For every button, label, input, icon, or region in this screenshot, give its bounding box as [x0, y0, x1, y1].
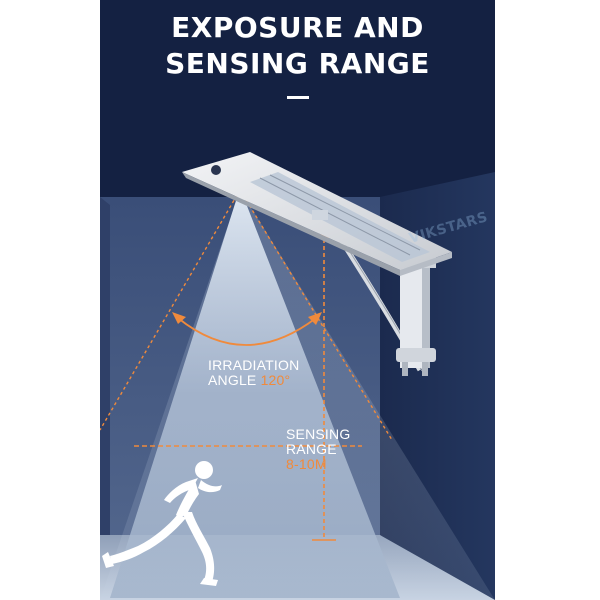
title-line-1: EXPOSURE AND [171, 11, 424, 44]
sensing-label: SENSING RANGE 8-10M [286, 427, 350, 472]
sensing-line-1: SENSING [286, 426, 351, 442]
irradiation-angle-arc [177, 317, 317, 346]
sensing-distance-value: 8-10M [286, 456, 327, 472]
left-wall [100, 197, 110, 600]
irradiation-angle-label: ANGLE [208, 372, 257, 388]
irradiation-angle-value: 120° [260, 372, 291, 388]
arc-arrow-left-icon [172, 312, 186, 324]
light-cone [110, 188, 400, 598]
title-line-2: SENSING RANGE [165, 47, 430, 80]
poster-title: EXPOSURE AND SENSING RANGE [100, 10, 495, 82]
solar-street-lamp [182, 152, 452, 276]
title-underline [287, 96, 309, 99]
irradiation-line-2: ANGLE 120° [208, 373, 299, 388]
street-light-illustration [100, 152, 495, 600]
product-poster: EXPOSURE AND SENSING RANGE [100, 0, 495, 600]
arc-arrow-right-icon [308, 312, 322, 325]
sensing-line-2: RANGE [286, 441, 337, 457]
irradiation-line-1: IRRADIATION [208, 357, 300, 373]
range-boundary-left [100, 189, 241, 431]
running-person-silhouette [102, 461, 222, 586]
irradiation-label: IRRADIATION ANGLE 120° [208, 358, 299, 388]
